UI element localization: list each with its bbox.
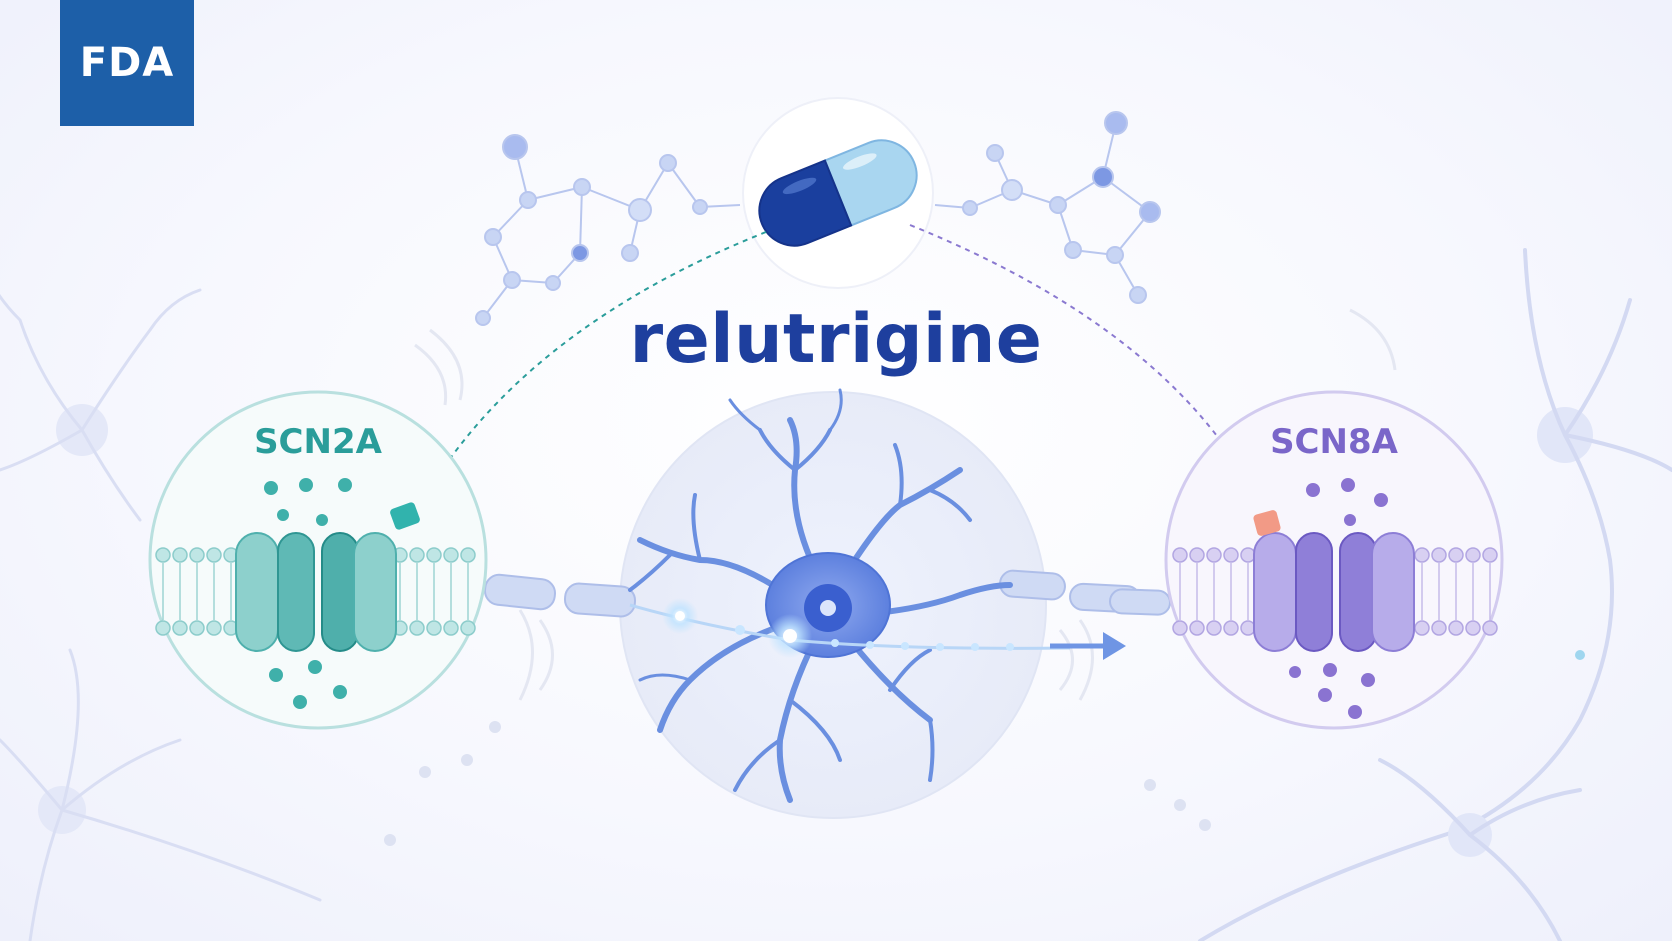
ion-channel-icon-scn2a — [155, 478, 476, 709]
signal-pulse — [629, 598, 1071, 658]
ion-channel-icon-scn8a — [1172, 478, 1498, 719]
scn2a-disc — [148, 390, 488, 730]
scn2a-label: SCN2A — [254, 422, 382, 462]
axon — [484, 569, 1171, 618]
signal-arrow-icon — [1050, 632, 1126, 660]
decorative-dots — [384, 650, 1585, 846]
background-neuron-left — [0, 288, 322, 941]
neuron-icon — [628, 388, 1013, 803]
molecule-icon-right — [934, 111, 1161, 304]
molecule-icon-left — [475, 134, 741, 326]
drug-name: relutrigine — [629, 300, 1043, 379]
fda-logo: FDA — [60, 0, 194, 126]
signal-ripples — [414, 308, 1397, 701]
background-neuron-right — [1198, 248, 1672, 941]
scn8a-disc — [1164, 390, 1504, 730]
scn8a-label: SCN8A — [1270, 422, 1398, 462]
capsule-icon — [758, 139, 918, 247]
fda-logo-text: FDA — [79, 40, 175, 86]
